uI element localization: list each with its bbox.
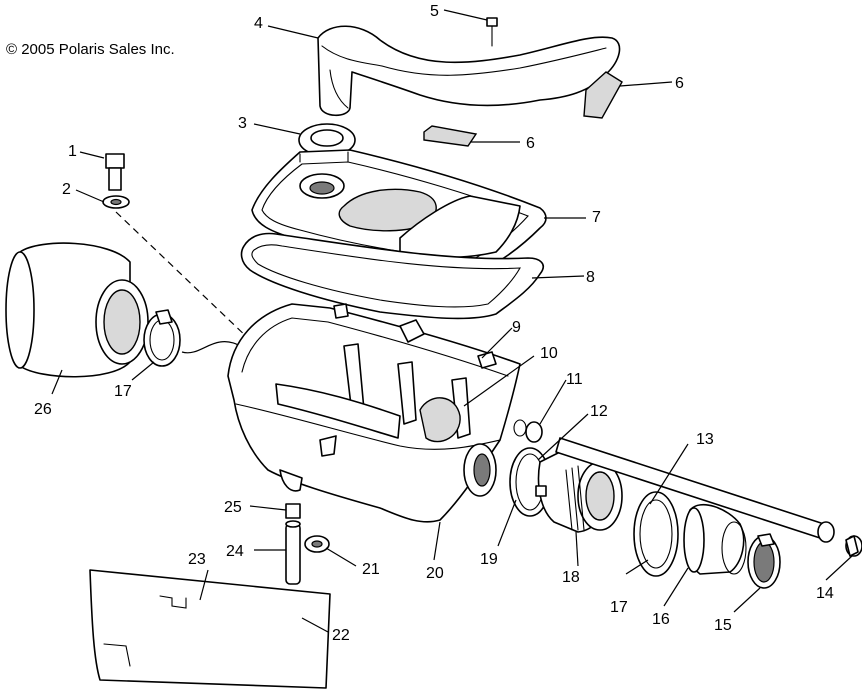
part-17-hose-clamp-left [143,309,181,367]
copyright-notice: © 2005 Polaris Sales Inc. [6,41,175,58]
callout-15: 15 [714,617,732,634]
callout-13: 13 [696,431,714,448]
part-6-foam-strip-upper [583,71,623,119]
part-11-grommet [513,419,543,443]
callout-22: 22 [332,627,350,644]
callout-6-upper: 6 [675,75,684,92]
callout-leader-lines [51,9,853,633]
part-14-cap [845,535,862,557]
part-21-washer [304,535,330,553]
callout-6-lower: 6 [526,135,535,152]
part-2-washer [102,195,130,209]
callout-5: 5 [430,3,439,20]
part-15-hose-clamp [747,533,781,589]
callout-20: 20 [426,565,444,582]
callout-14: 14 [816,585,834,602]
callout-9: 9 [512,319,521,336]
part-23-foam-panel [89,569,331,689]
callout-2: 2 [62,181,71,198]
callout-labels: 4 5 6 3 6 7 8 1 2 26 17 9 10 11 12 13 14… [34,3,834,644]
callout-3: 3 [238,115,247,132]
part-1-bolt [105,153,125,191]
callout-24: 24 [226,543,244,560]
part-20-air-box-body [227,303,521,523]
part-17-hose-clamp-right [633,491,679,577]
part-8-cover-gasket [240,232,544,320]
assembly-path-line [115,211,251,341]
callout-10: 10 [540,345,558,362]
callout-7: 7 [592,209,601,226]
part-4-intake-snorkel [317,25,621,117]
part-5-screw [486,17,498,47]
callout-25: 25 [224,499,242,516]
callout-17-right: 17 [610,599,628,616]
callout-26: 26 [34,401,52,418]
part-16-intake-boot [683,503,747,575]
callout-11: 11 [566,371,583,388]
callout-21: 21 [362,561,380,578]
callout-16: 16 [652,611,670,628]
callout-1: 1 [68,143,77,160]
callout-17-left: 17 [114,383,132,400]
part-13-vent-tube [555,437,835,543]
part-6-foam-strip-lower [423,125,478,147]
part-18-intake-adapter [535,450,623,533]
part-24-drain-tube [285,520,301,585]
callout-23: 23 [188,551,206,568]
part-25-nut [285,503,301,519]
callout-12: 12 [590,403,608,420]
part-26-air-filter [5,242,149,378]
callout-8: 8 [586,269,595,286]
callout-18: 18 [562,569,580,586]
callout-19: 19 [480,551,498,568]
callout-4: 4 [254,15,263,32]
